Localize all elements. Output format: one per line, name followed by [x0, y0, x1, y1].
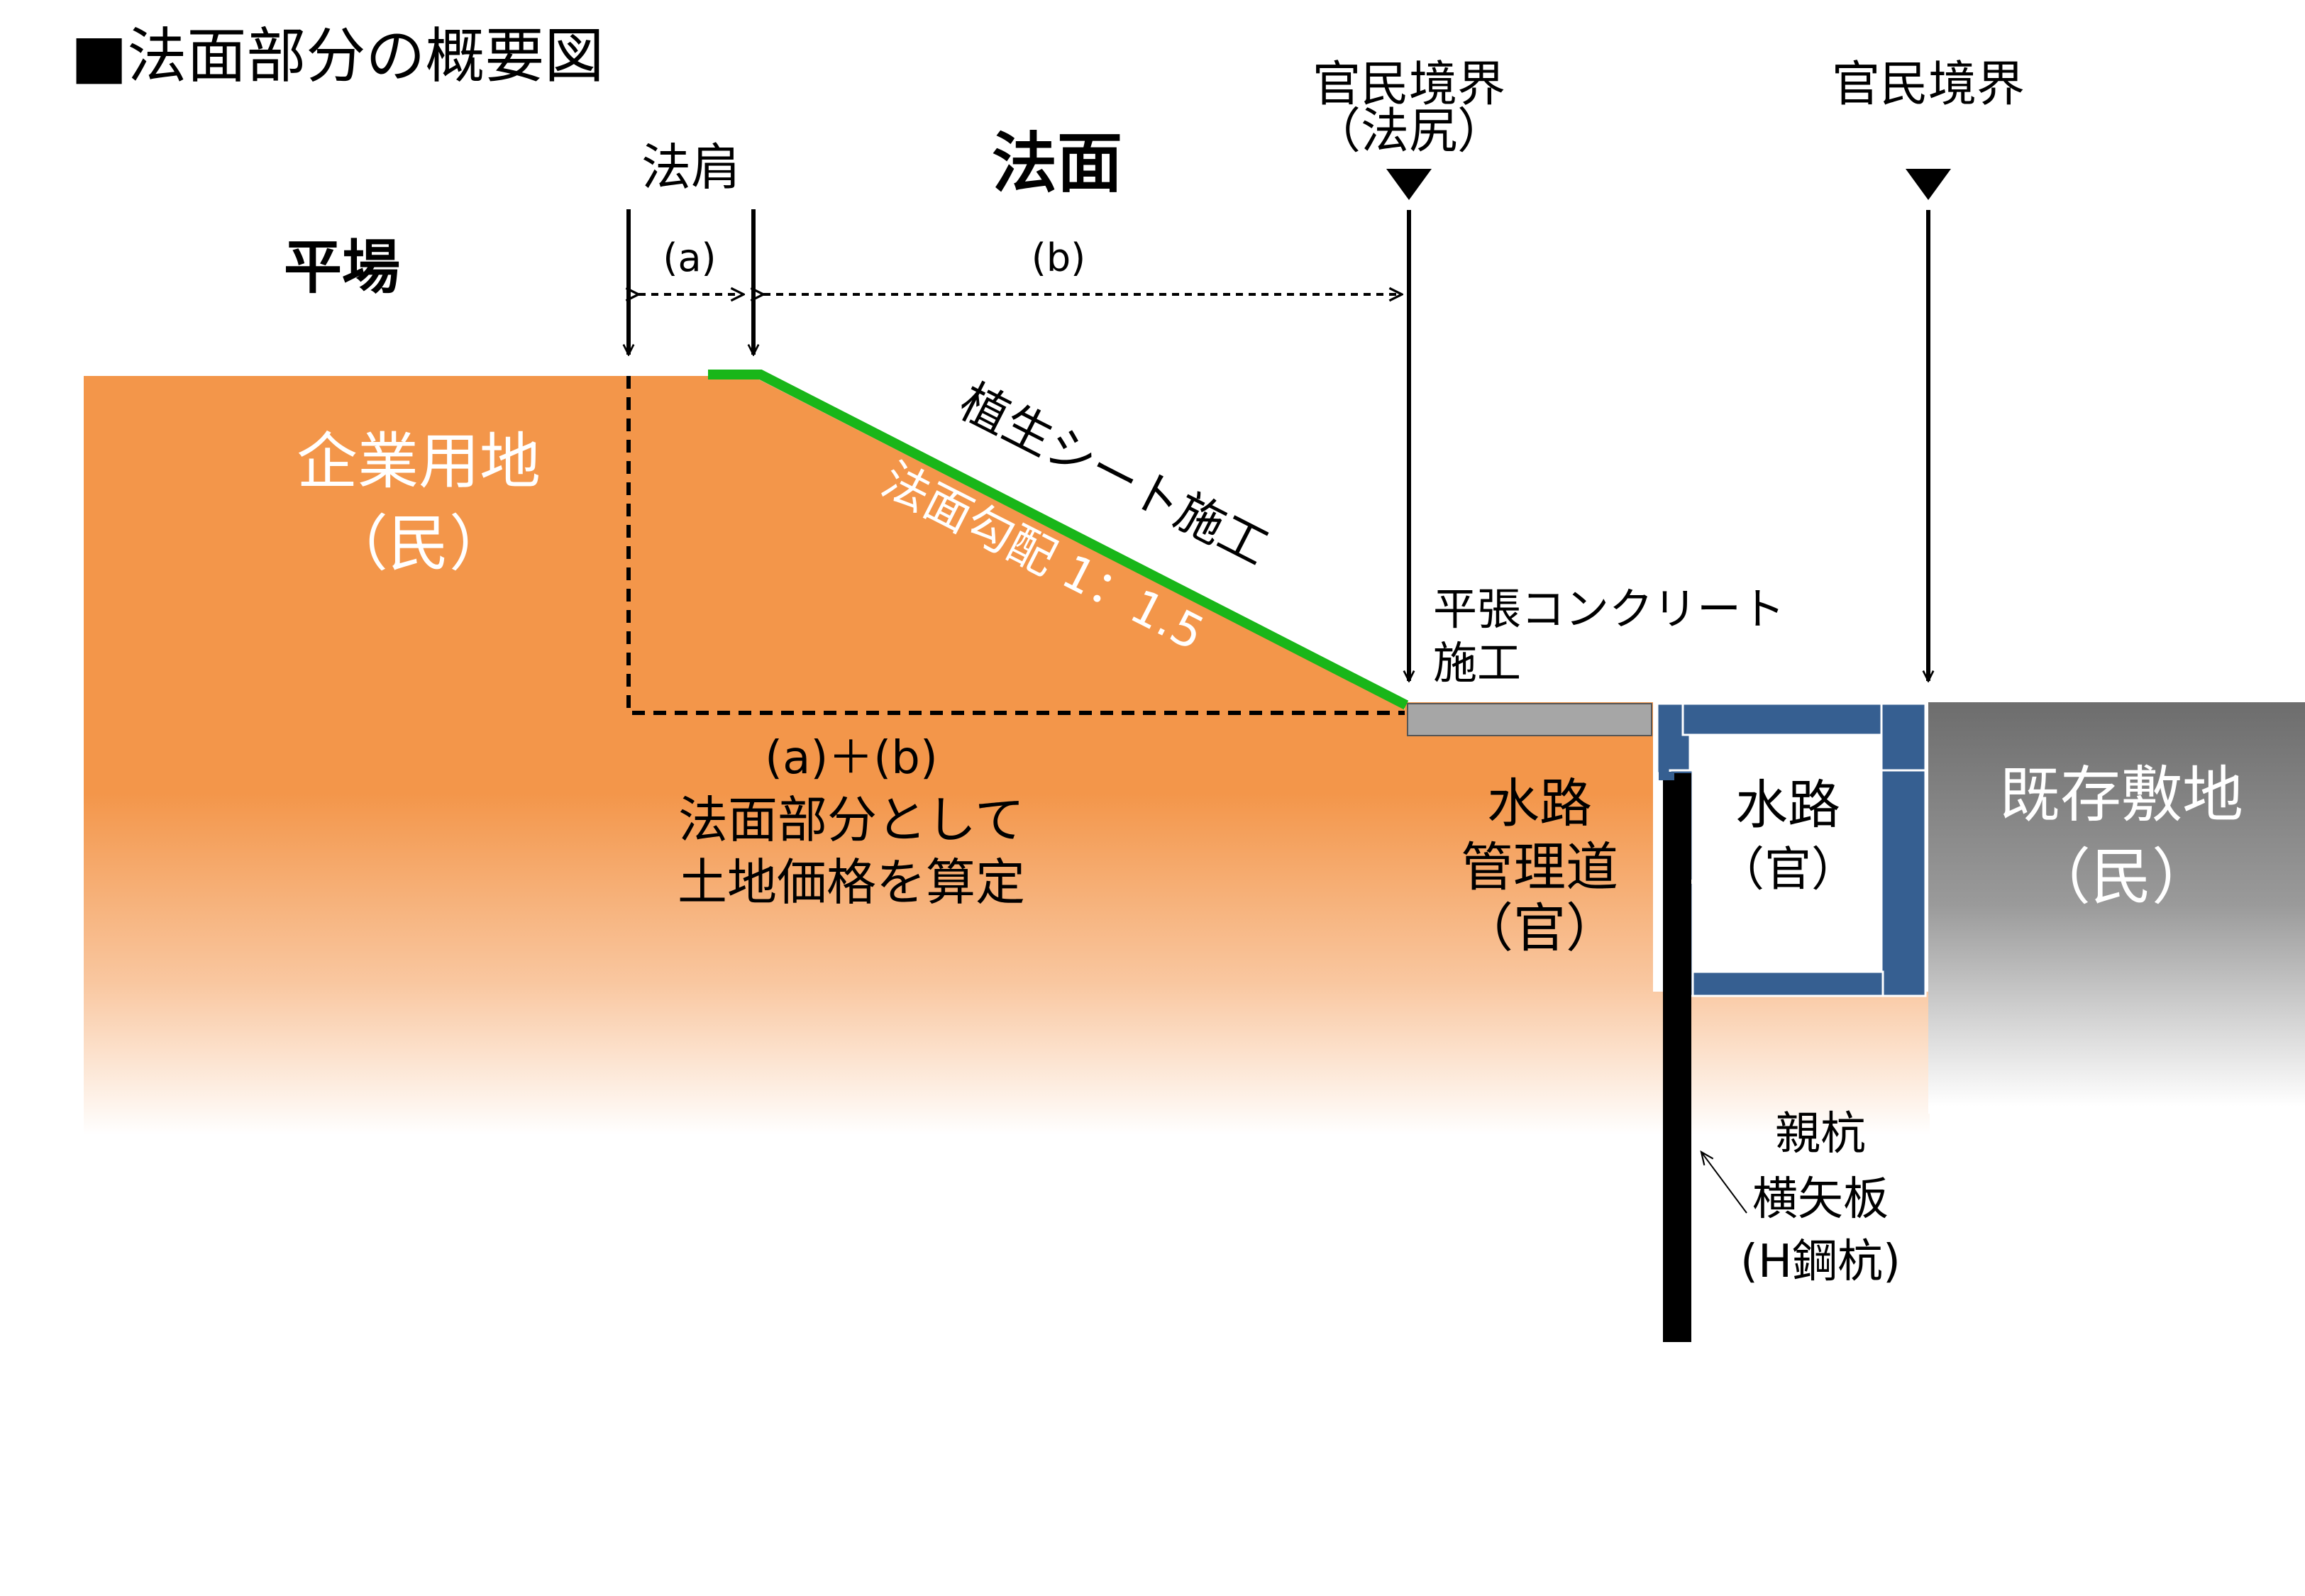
pile-label-1: 親杭 — [1775, 1108, 1866, 1160]
pile-leader-line — [1701, 1152, 1747, 1214]
channel-right-wall — [1880, 769, 1927, 997]
channel-label-2: （官） — [1718, 842, 1858, 897]
channel-interior — [1694, 736, 1881, 972]
boundary-left-label-2: （法尻） — [1312, 104, 1505, 160]
pile-label-3: (H鋼杭) — [1740, 1236, 1901, 1288]
road-label-3: （官） — [1461, 898, 1618, 959]
slope-cut-sky — [752, 369, 2305, 709]
calc-label-1: (a)＋(b) — [765, 732, 938, 785]
existing-site-label-2: （民） — [2030, 842, 2213, 913]
page-title: ■法面部分の概要図 — [71, 21, 604, 91]
hiraba-label: 平場 — [284, 234, 400, 301]
flat-concrete-slab — [1407, 703, 1652, 736]
channel-bottom-slab — [1691, 970, 1884, 997]
road-label-2: 管理道 — [1461, 837, 1618, 898]
h-steel-pile-top — [1659, 772, 1674, 780]
road-label-1: 水路 — [1487, 773, 1592, 834]
vegetation-sheet-line — [708, 370, 1409, 710]
channel-label-1: 水路 — [1735, 775, 1840, 836]
h-steel-pile — [1663, 773, 1691, 1342]
boundary-left-marker — [1386, 169, 1432, 200]
concrete-label-2: 施工 — [1433, 637, 1521, 689]
existing-site-area — [1928, 702, 2305, 1114]
channel-ground-area — [1653, 992, 1930, 1141]
company-land-area — [84, 376, 1928, 1135]
channel-right-cap — [1880, 702, 1927, 775]
slope-portion-outline — [626, 376, 1405, 715]
calc-label-3: 土地価格を算定 — [678, 853, 1025, 911]
concrete-label-1: 平張コンクリート — [1433, 583, 1785, 635]
pile-label-2: 横矢板 — [1752, 1173, 1889, 1226]
existing-site-label-1: 既存敷地 — [1999, 760, 2243, 831]
dim-a-label: (a) — [663, 235, 716, 280]
water-channel-structure — [1656, 702, 1927, 997]
norimen-label: 法面 — [992, 126, 1122, 201]
company-land-label-2: （民） — [327, 509, 510, 580]
boundary-left-label-1: 官民境界 — [1312, 57, 1505, 113]
boundary-right-label: 官民境界 — [1832, 57, 2025, 113]
norikata-label: 法肩 — [641, 138, 741, 196]
dim-b-label: (b) — [1032, 235, 1085, 280]
company-land-label-1: 企業用地 — [297, 426, 541, 497]
calc-label-2: 法面部分として — [678, 791, 1024, 849]
boundary-right-marker — [1906, 169, 1951, 200]
channel-top-slab — [1681, 702, 1897, 736]
